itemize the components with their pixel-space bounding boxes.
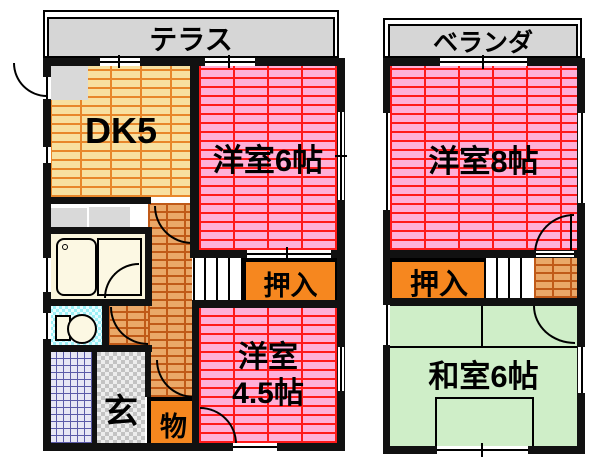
tatami-line (435, 397, 437, 446)
sliding-door (247, 250, 331, 258)
tatami-line (435, 397, 534, 399)
terrace-label: テラス (149, 23, 233, 55)
toilet-bowl (67, 314, 97, 344)
wall (43, 443, 345, 451)
window-tick (118, 55, 120, 68)
window (43, 258, 51, 292)
room-japanese6-label: 和室6帖 (428, 358, 539, 394)
room-japanese6-label-box: 和室6帖 (390, 351, 577, 395)
stair-tread-line (520, 258, 522, 298)
stairs-floor1 (193, 258, 244, 300)
window-tick (286, 247, 288, 260)
window (43, 313, 51, 339)
wall (192, 300, 337, 308)
room-western6-label: 洋室6帖 (212, 143, 324, 178)
stair-tread-line (228, 258, 230, 300)
room-dk-label: DK5 (84, 110, 158, 151)
room-entrance-label: 玄 (104, 393, 138, 431)
wall (337, 58, 345, 451)
window-tick (228, 55, 230, 68)
wall (192, 300, 199, 443)
tatami-line (390, 346, 577, 348)
counter-left (51, 208, 87, 227)
closet-floor1-label: 押入 (263, 270, 318, 301)
stair-tread-line (508, 258, 510, 298)
tatami-line (532, 397, 534, 446)
wall (102, 306, 109, 345)
wall (145, 227, 152, 306)
bathtub-drain (62, 244, 68, 250)
stair-tread-line (204, 258, 206, 300)
wall (50, 345, 152, 352)
room-western45-label-1: 洋室 (238, 340, 298, 374)
wall (43, 58, 51, 451)
window (578, 347, 585, 393)
window-tick (481, 443, 483, 457)
window (383, 305, 390, 345)
room-western8: 洋室8帖 (390, 66, 577, 250)
wall (383, 250, 585, 258)
counter-right (89, 207, 130, 227)
balcony: ベランダ (388, 24, 578, 58)
room-western8-label: 洋室8帖 (428, 143, 539, 179)
room-western6: 洋室6帖 (199, 65, 337, 250)
storage-box: 物 (147, 397, 200, 451)
sliding-door (536, 251, 574, 257)
room-western45-label-2: 4.5帖 (232, 376, 304, 410)
window (578, 113, 585, 203)
stair-tread-line (496, 258, 498, 298)
window-tick (335, 155, 347, 157)
wall (50, 227, 152, 234)
window (100, 58, 140, 66)
terrace: テラス (47, 17, 335, 58)
stairs-floor2 (484, 258, 536, 298)
wall (190, 65, 199, 258)
closet-floor2-label: 押入 (409, 269, 468, 301)
kitchen-unit (50, 65, 88, 100)
balcony-label: ベランダ (432, 29, 533, 57)
window (205, 58, 255, 66)
window-tick (482, 55, 484, 69)
front-door-arc (13, 63, 47, 97)
window (43, 147, 51, 163)
wall (50, 197, 151, 204)
approach-tile (49, 352, 92, 443)
wall (43, 58, 345, 66)
tatami-line (481, 306, 483, 348)
window (233, 443, 277, 451)
wall (145, 352, 151, 397)
window (43, 77, 51, 99)
western8-door-leaf (570, 214, 572, 252)
window (383, 113, 390, 210)
stair-tread-line (216, 258, 218, 300)
wall (92, 352, 97, 443)
wall (50, 299, 152, 306)
window (338, 347, 344, 391)
room-entrance: 玄 (97, 352, 145, 443)
landing (534, 258, 577, 298)
wall (383, 298, 585, 306)
storage-label: 物 (160, 411, 187, 442)
